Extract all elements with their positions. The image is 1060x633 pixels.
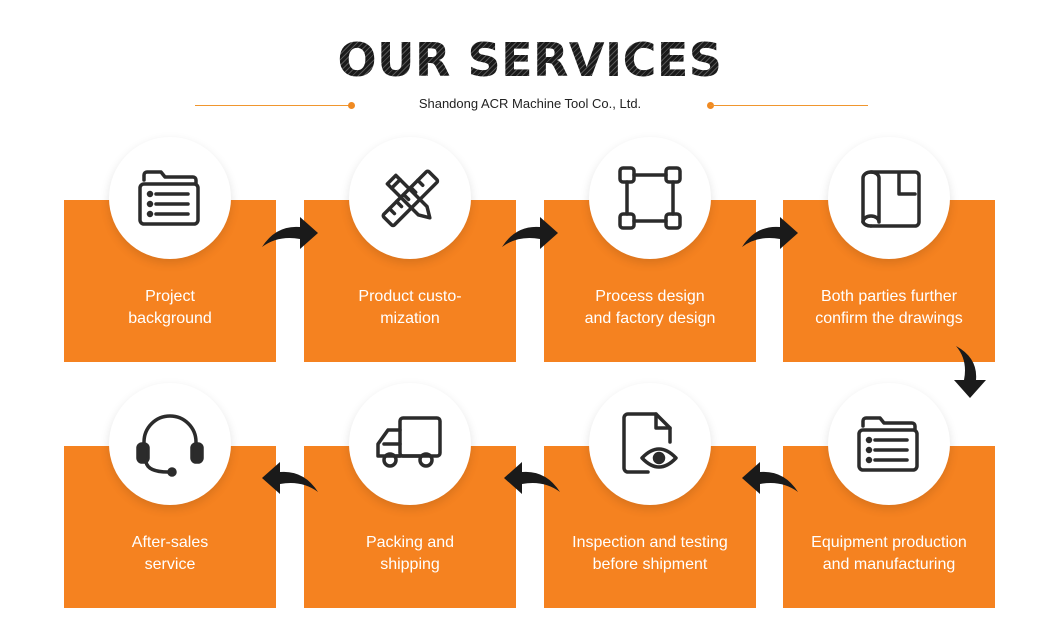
icon-circle <box>109 383 231 505</box>
icon-circle <box>109 137 231 259</box>
step-label: Inspection and testing before shipment <box>550 532 750 576</box>
step-label-line: and manufacturing <box>822 556 956 573</box>
step-label-line: Packing and <box>365 534 455 551</box>
step-product-customization: Product custo- mization <box>304 137 516 362</box>
icon-circle <box>589 383 711 505</box>
step-label: Product custo- mization <box>310 286 510 330</box>
step-label-line: Product custo- <box>358 288 462 305</box>
pencil-ruler-icon <box>381 169 440 228</box>
blueprint-scroll-icon <box>861 170 921 228</box>
document-eye-icon <box>622 412 678 474</box>
step-label-line: After-sales <box>131 534 209 551</box>
step-inspection-testing: Inspection and testing before shipment <box>544 383 756 608</box>
divider-line-right <box>710 105 868 106</box>
icon-circle <box>349 137 471 259</box>
delivery-truck-icon <box>376 416 442 468</box>
step-label: Project background <box>70 286 270 330</box>
step-process-design: Process design and factory design <box>544 137 756 362</box>
icon-circle <box>349 383 471 505</box>
step-label-line: confirm the drawings <box>815 310 963 327</box>
arrow-left-icon <box>502 452 562 502</box>
step-label-line: service <box>144 556 196 573</box>
step-label-line: Both parties further <box>820 288 958 305</box>
step-label-line: Equipment production <box>811 534 967 551</box>
arrow-left-icon <box>740 452 800 502</box>
arrow-right-icon <box>740 207 800 257</box>
arrow-right-icon <box>500 207 560 257</box>
step-equipment-production: Equipment production and manufacturing <box>783 383 995 608</box>
step-label-line: Project <box>145 288 195 305</box>
divider-line-left <box>195 105 351 106</box>
arrow-down-icon <box>946 344 996 400</box>
step-label: After-sales service <box>70 532 270 576</box>
step-after-sales: After-sales service <box>64 383 276 608</box>
icon-circle <box>589 137 711 259</box>
step-label-line: background <box>128 310 212 327</box>
step-label: Equipment production and manufacturing <box>789 532 989 576</box>
company-subtitle: Shandong ACR Machine Tool Co., Ltd. <box>418 96 642 111</box>
step-label-line: shipping <box>380 556 440 573</box>
icon-circle <box>828 137 950 259</box>
arrow-right-icon <box>260 207 320 257</box>
step-label-line: before shipment <box>592 556 708 573</box>
divider-dot-left <box>348 102 355 109</box>
page-title: OUR SERVICES <box>0 33 1060 87</box>
folder-list-icon <box>138 170 200 226</box>
step-label-line: mization <box>380 310 440 327</box>
folder-list-icon <box>857 416 919 472</box>
step-label-line: Inspection and testing <box>572 534 728 551</box>
step-project-background: Project background <box>64 137 276 362</box>
headset-icon <box>136 414 204 477</box>
step-packing-shipping: Packing and shipping <box>304 383 516 608</box>
vector-square-icon <box>618 166 682 230</box>
step-confirm-drawings: Both parties further confirm the drawing… <box>783 137 995 362</box>
icon-circle <box>828 383 950 505</box>
step-label: Process design and factory design <box>550 286 750 330</box>
step-label: Both parties further confirm the drawing… <box>789 286 989 330</box>
subtitle-row: Shandong ACR Machine Tool Co., Ltd. <box>0 96 1060 116</box>
arrow-left-icon <box>260 452 320 502</box>
step-label-line: Process design <box>595 288 705 305</box>
step-label: Packing and shipping <box>310 532 510 576</box>
step-label-line: and factory design <box>584 310 716 327</box>
